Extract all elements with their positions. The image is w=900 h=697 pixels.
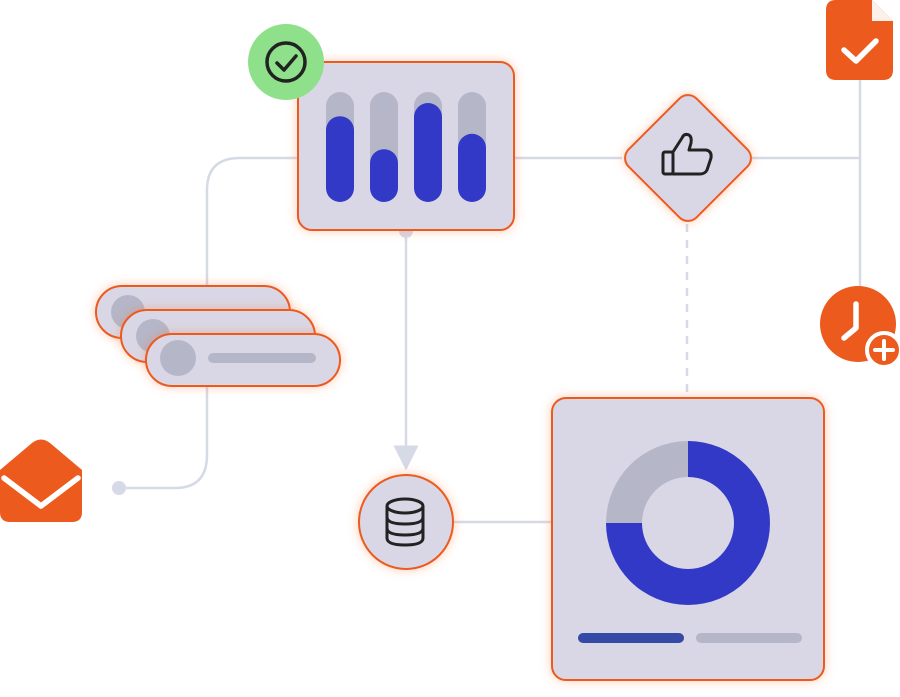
bar-chart bbox=[326, 92, 486, 202]
document-check-icon bbox=[826, 0, 893, 80]
toggle-knob bbox=[160, 340, 196, 376]
connectors bbox=[120, 80, 862, 524]
legend-bar bbox=[578, 633, 684, 643]
connector-toggles-to-mail bbox=[120, 385, 209, 490]
check-circle-icon bbox=[265, 41, 307, 83]
database-icon bbox=[385, 497, 425, 547]
bar bbox=[458, 133, 486, 202]
check-badge bbox=[248, 24, 324, 100]
bar-chart-card[interactable] bbox=[297, 61, 515, 231]
donut-chart-card[interactable] bbox=[551, 397, 825, 681]
bar bbox=[414, 103, 442, 202]
connector-node-mail bbox=[112, 481, 126, 495]
bar bbox=[326, 116, 354, 202]
toggle-item[interactable] bbox=[145, 333, 341, 387]
donut-chart bbox=[606, 441, 770, 605]
bar bbox=[370, 149, 398, 202]
donut-legend bbox=[578, 633, 802, 643]
thumbs-up-icon bbox=[661, 132, 713, 176]
toggle-line bbox=[208, 353, 316, 363]
connector-chart-to-toggles bbox=[205, 156, 300, 290]
approve-node[interactable] bbox=[620, 90, 756, 226]
clock-plus-icon bbox=[820, 286, 900, 369]
toggle-stack bbox=[95, 285, 341, 387]
donut-slice bbox=[606, 441, 770, 605]
donut-slice bbox=[606, 441, 688, 523]
envelope-open-icon bbox=[0, 439, 82, 522]
database-node[interactable] bbox=[358, 474, 454, 570]
legend-bar bbox=[696, 633, 802, 643]
